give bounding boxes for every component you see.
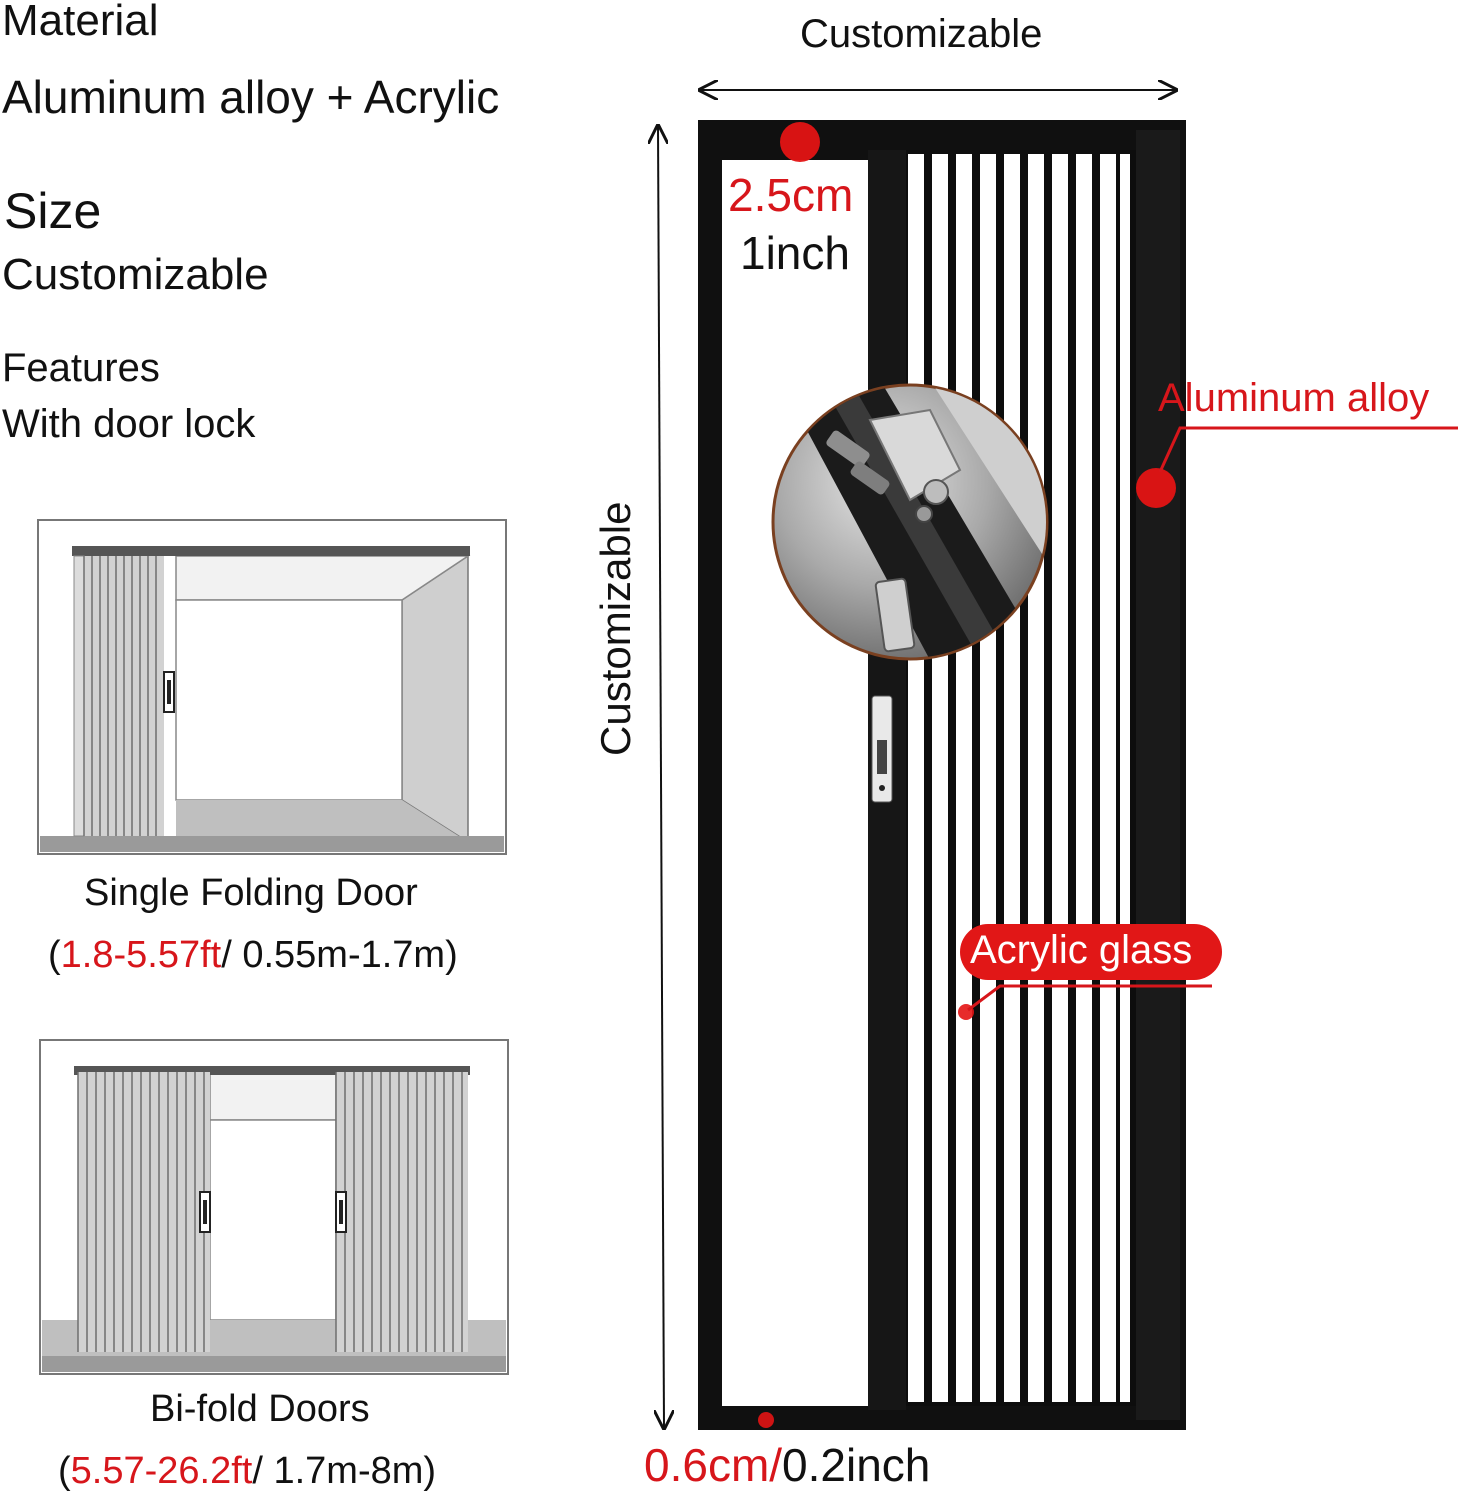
- acrylic-leader-line: [967, 984, 1212, 1012]
- material-heading: Material: [2, 0, 159, 45]
- single-door-range: (1.8-5.57ft/ 0.55m-1.7m): [48, 934, 458, 977]
- single-door-room: [37, 519, 507, 855]
- bifold-door-name: Bi-fold Doors: [150, 1388, 370, 1430]
- bottom-frame-cm: 0.6cm/: [644, 1439, 783, 1491]
- door-lock-closeup: [771, 383, 1049, 661]
- single-door-panels: [83, 556, 164, 836]
- acrylic-slat: [1076, 154, 1092, 1402]
- single-door-handle-icon: [163, 671, 175, 713]
- acrylic-marker: [958, 1004, 974, 1020]
- size-heading: Size: [4, 183, 102, 239]
- bifold-right-panels: [335, 1072, 468, 1352]
- width-label: Customizable: [800, 12, 1043, 56]
- bifold-room: [39, 1039, 509, 1375]
- bifold-door-range: (5.57-26.2ft/ 1.7m-8m): [58, 1450, 436, 1493]
- height-label: Customizable: [592, 501, 639, 756]
- single-door-range-m: / 0.55m-1.7m): [221, 934, 458, 976]
- acrylic-glass-label: Acrylic glass: [970, 928, 1193, 972]
- aluminum-alloy-label: Aluminum alloy: [1158, 376, 1430, 420]
- features-value: With door lock: [2, 402, 256, 446]
- acrylic-slat: [980, 154, 996, 1402]
- acrylic-slat: [1004, 154, 1020, 1402]
- size-value: Customizable: [2, 250, 269, 299]
- single-door-name: Single Folding Door: [84, 872, 418, 914]
- acrylic-slat: [956, 154, 972, 1402]
- acrylic-slat: [1100, 154, 1116, 1402]
- acrylic-slat: [908, 154, 924, 1402]
- single-door-backing: [84, 556, 164, 836]
- single-door-range-open: (: [48, 934, 61, 976]
- bifold-left-handle-icon: [199, 1191, 211, 1233]
- material-value: Aluminum alloy + Acrylic: [2, 71, 500, 123]
- acrylic-panel-slats: [908, 154, 1130, 1402]
- bifold-door-range-ft: 5.57-26.2ft: [70, 1450, 253, 1492]
- acrylic-slat: [1052, 154, 1068, 1402]
- features-heading: Features: [2, 346, 160, 390]
- bottom-frame-size: 0.6cm/0.2inch: [644, 1438, 930, 1492]
- bifold-left-panels: [77, 1072, 210, 1352]
- aluminum-marker: [1136, 468, 1176, 508]
- bifold-door-range-m: / 1.7m-8m): [252, 1450, 437, 1492]
- acrylic-slat: [932, 154, 948, 1402]
- bottom-frame-inch: 0.2inch: [782, 1439, 931, 1491]
- bifold-right-backing: [336, 1072, 468, 1352]
- single-door-range-ft: 1.8-5.57ft: [60, 934, 222, 976]
- top-frame-cm: 2.5cm: [728, 169, 854, 221]
- bifold-door-range-open: (: [58, 1450, 71, 1492]
- acrylic-slat: [1120, 154, 1130, 1402]
- top-frame-inch: 1inch: [740, 227, 850, 279]
- bifold-left-backing: [78, 1072, 210, 1352]
- height-arrow: [658, 126, 664, 1428]
- bifold-right-handle-icon: [335, 1191, 347, 1233]
- bottom-frame-marker: [758, 1412, 774, 1428]
- latch-icon: [871, 695, 893, 803]
- aluminum-leader-line: [1158, 426, 1458, 473]
- acrylic-slat: [1028, 154, 1044, 1402]
- top-frame-marker: [780, 122, 820, 162]
- door-frame: [698, 120, 1186, 1430]
